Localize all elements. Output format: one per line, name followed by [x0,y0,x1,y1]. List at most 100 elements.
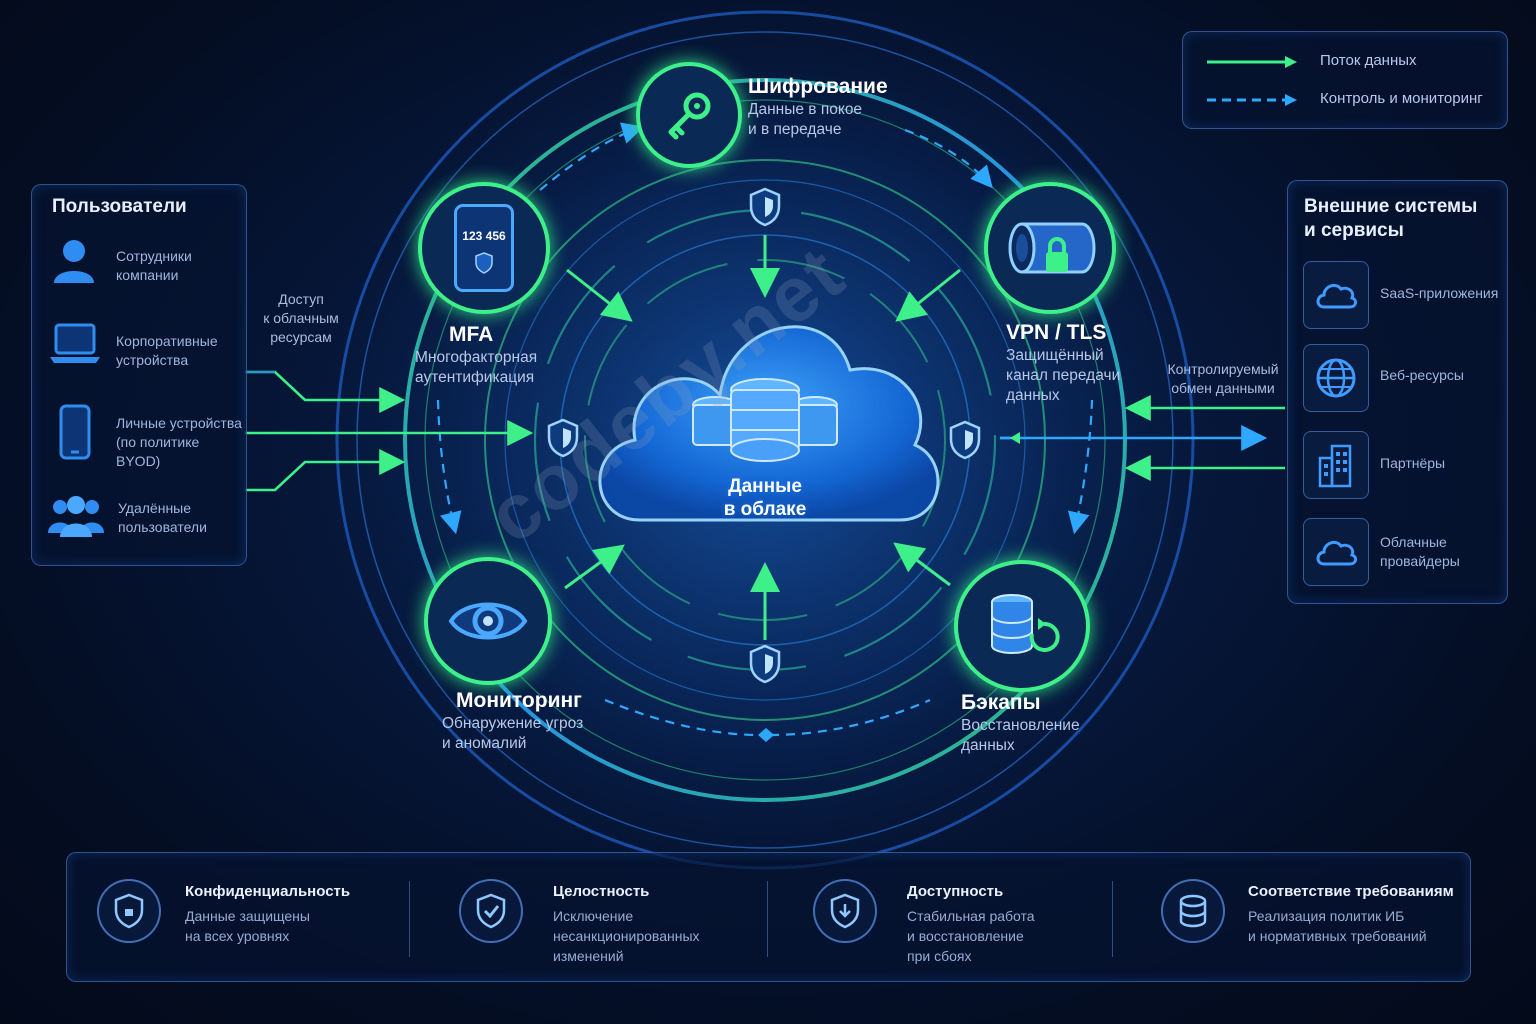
external-title-line1: Внешние системы [1304,196,1478,217]
ext-item-4: Облачные провайдеры [1380,533,1460,571]
integrity-line2: несанкционированных [553,928,700,944]
availability-line2: и восстановление [907,928,1024,944]
ext-box-providers [1303,518,1369,586]
group-icon [48,496,104,537]
access-line3: ресурсам [270,329,332,345]
shield-icon-right [948,420,982,460]
mfa-code: 123 456 [462,229,506,243]
center-label: Данные в облаке [690,475,840,521]
ext-item-4-line1: Облачные [1380,534,1447,550]
availability-text: Доступность Стабильная работа и восстано… [907,883,1035,966]
access-line2: к облачным [263,310,339,326]
confidentiality-badge [97,879,161,943]
monitoring-sub1: Обнаружение угроз [442,715,584,732]
vpn-text: VPN / TLS Защищённый канал передачи данн… [1006,320,1120,406]
node-mfa: 123 456 [418,182,550,314]
eye-icon [448,602,528,640]
ext-item-2-line1: Веб-ресурсы [1380,367,1464,383]
encryption-text: Шифрование Данные в покое и в передаче [748,74,888,140]
shield-icon-left [546,418,580,458]
ext-item-4-line2: провайдеры [1380,553,1460,569]
center-line2: в облаке [723,499,807,520]
legend-dashed-arrow [1207,94,1297,106]
shield-icon-top [748,187,782,227]
integrity-title: Целостность [553,883,650,900]
users-item-3-line1: Личные устройства [116,415,242,431]
phone-code-icon: 123 456 [454,204,514,292]
ext-item-2: Веб-ресурсы [1380,366,1464,385]
laptop-icon [50,323,100,363]
cloud-icon [1316,540,1358,566]
phone-icon [59,404,91,460]
cloud-icon [1316,283,1358,309]
legend-panel: Поток данных Контроль и мониторинг [1182,31,1508,129]
shield-check-icon [476,893,506,929]
globe-icon [1316,358,1356,398]
vpn-title: VPN / TLS [1006,321,1107,344]
building-icon [1318,444,1352,488]
encryption-title: Шифрование [748,75,888,98]
separator [767,881,768,957]
compliance-badge [1161,879,1225,943]
shield-lock-icon [114,893,144,929]
users-title: Пользователи [52,196,187,217]
access-line1: Доступ [278,291,324,307]
encryption-sub2: и в передаче [748,121,842,138]
separator [1112,881,1113,957]
integrity-text: Целостность Исключение несанкционированн… [553,883,700,966]
monitoring-sub2: и аномалий [442,735,527,752]
availability-line1: Стабильная работа [907,908,1035,924]
availability-line3: при сбоях [907,948,972,964]
mfa-text: MFA Многофакторная аутентификация [415,322,555,388]
access-label: Доступ к облачным ресурсам [255,290,347,347]
compliance-line1: Реализация политик ИБ [1248,908,1405,924]
ext-item-1-line1: SaaS-приложения [1380,285,1499,301]
availability-badge [813,879,877,943]
node-monitoring [424,557,552,685]
monitoring-title: Мониторинг [456,689,582,712]
backups-sub1: Восстановление [961,717,1080,734]
node-backups [954,560,1090,692]
node-encryption [636,62,742,168]
external-panel: Внешние системы и сервисы SaaS-приложени… [1287,180,1508,604]
properties-bar: Конфиденциальность Данные защищены на вс… [66,852,1471,982]
vpn-sub2: канал передачи [1006,367,1121,384]
confidentiality-text: Конфиденциальность Данные защищены на вс… [185,883,350,946]
integrity-line1: Исключение [553,908,634,924]
compliance-title: Соответствие требованиям [1248,883,1454,900]
users-item-4-line1: Удалённые [118,500,192,516]
vpn-sub3: данных [1006,387,1060,404]
availability-title: Доступность [907,883,1004,900]
key-icon [668,92,711,140]
database-restore-icon [991,594,1060,654]
ext-item-3: Партнёры [1380,454,1445,473]
users-item-4-line2: пользователи [118,519,207,535]
confidentiality-line1: Данные защищены [185,908,310,924]
encryption-sub1: Данные в покое [748,101,863,118]
users-item-4: Удалённые пользователи [118,499,207,537]
users-item-2: Корпоративные устройства [116,332,218,370]
compliance-line2: и нормативных требований [1248,928,1427,944]
mfa-title: MFA [449,323,494,346]
exchange-label: Контролируемый обмен данными [1160,360,1286,398]
node-vpn [984,182,1116,314]
center-line1: Данные [728,476,802,497]
confidentiality-line2: на всех уровнях [185,928,290,944]
confidentiality-title: Конфиденциальность [185,883,351,900]
users-item-2-line1: Корпоративные [116,333,218,349]
ext-box-partners [1303,431,1369,499]
users-item-1: Сотрудники компании [116,247,192,285]
external-title-line2: и сервисы [1304,220,1404,241]
backups-text: Бэкапы Восстановление данных [961,690,1080,756]
users-item-1-line2: компании [116,267,179,283]
mfa-sub1: Многофакторная [415,349,538,366]
tunnel-lock-icon [1008,222,1096,274]
users-panel: Пользователи Сотрудники компании Корпора… [31,184,247,566]
separator [409,881,410,957]
ext-item-1: SaaS-приложения [1380,284,1498,303]
vpn-sub1: Защищённый [1006,347,1104,364]
users-item-1-line1: Сотрудники [116,248,192,264]
shield-icon-bottom [748,644,782,684]
legend-data-flow: Поток данных [1320,52,1417,69]
backups-title: Бэкапы [961,691,1041,714]
